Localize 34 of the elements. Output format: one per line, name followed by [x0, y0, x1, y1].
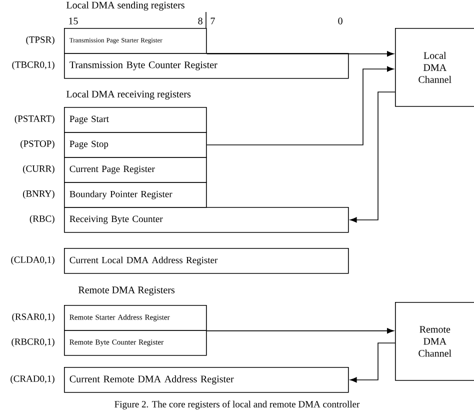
register-box: Boundary Pointer Register — [64, 182, 207, 208]
register-box: Page Start — [64, 107, 207, 133]
register-abbreviation: (BNRY) — [23, 190, 54, 199]
register-box: Current Page Register — [64, 157, 207, 183]
register-abbreviation: (CLDA0,1) — [11, 256, 54, 265]
register-abbreviation: (CURR) — [23, 165, 54, 174]
arrow — [206, 51, 394, 56]
register-box: Page Stop — [64, 132, 207, 158]
bit-number: 8 — [198, 18, 202, 24]
bit-number: 15 — [69, 18, 78, 24]
register-abbreviation: (PSTART) — [14, 115, 54, 124]
register-abbreviation: (CRAD0,1) — [10, 375, 54, 384]
arrow — [350, 342, 396, 383]
group-heading: Local DMA receiving registers — [66, 90, 191, 100]
register-box: Transmission Byte Counter Register — [64, 53, 349, 79]
group-heading: Remote DMA Registers — [78, 286, 174, 296]
register-abbreviation: (PSTOP) — [20, 140, 54, 149]
bit-number: 0 — [338, 18, 342, 24]
register-box: Current Local DMA Address Register — [64, 248, 349, 274]
channel-box: Remote DMA Channel — [395, 302, 474, 381]
channel-box: Local DMA Channel — [395, 28, 474, 107]
register-abbreviation: (RSAR0,1) — [12, 313, 54, 322]
register-abbreviation: (TPSR) — [26, 36, 54, 45]
bit-number: 7 — [210, 18, 215, 24]
arrow — [206, 328, 394, 334]
arrow — [350, 92, 396, 223]
register-abbreviation: (RBC) — [30, 215, 54, 224]
register-box: Receiving Byte Counter — [64, 207, 349, 233]
group-heading: Local DMA sending registers — [66, 1, 184, 11]
register-box: Current Remote DMA Address Register — [64, 367, 349, 393]
figure-caption: Figure 2. The core registers of local and remote DMA controller — [114, 400, 360, 410]
arrow — [206, 66, 394, 146]
register-abbreviation: (RBCR0,1) — [12, 338, 54, 347]
register-abbreviation: (TBCR0,1) — [12, 61, 54, 70]
